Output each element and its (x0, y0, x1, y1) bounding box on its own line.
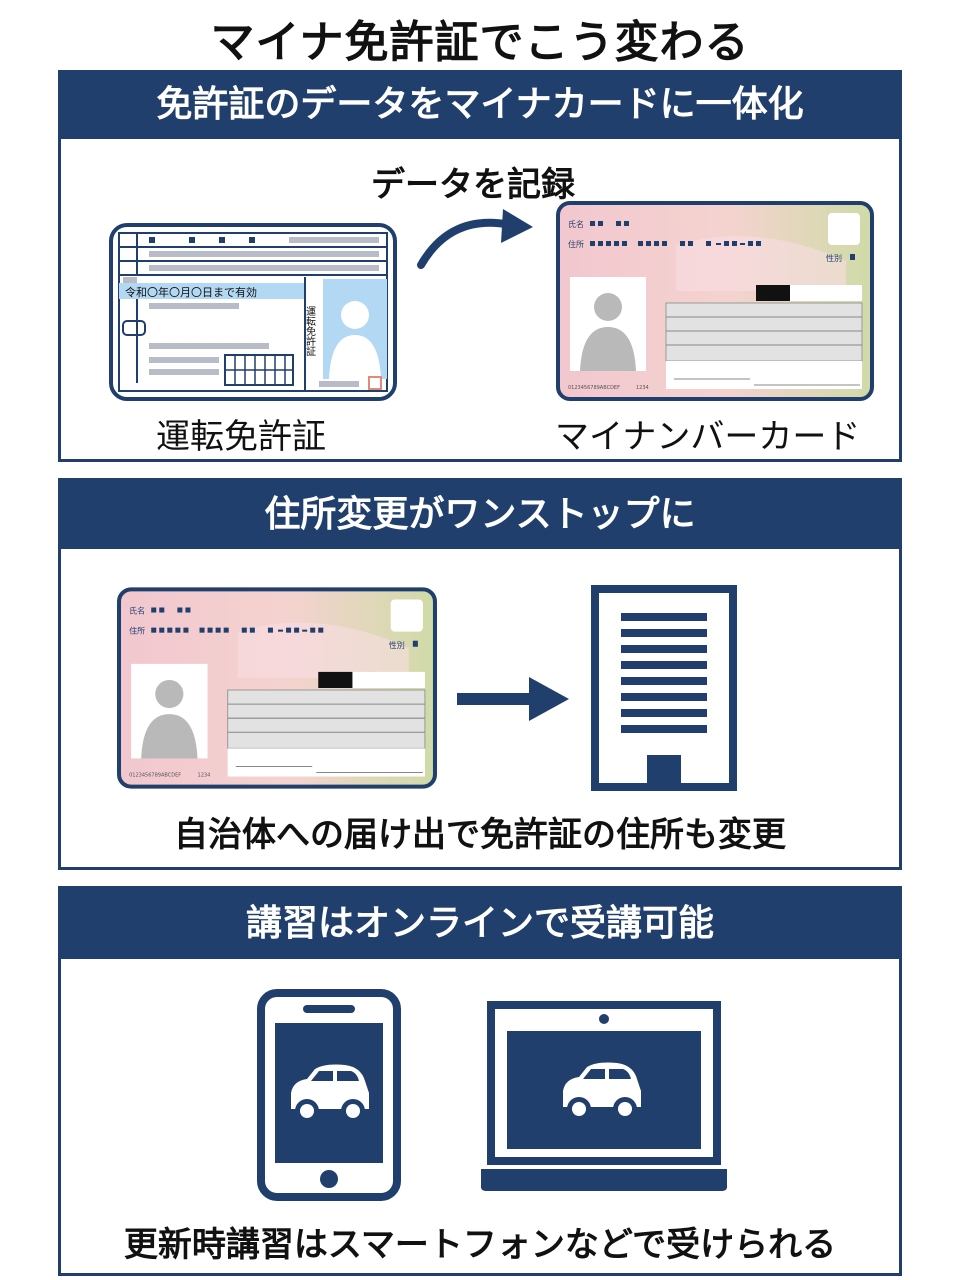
online-lecture-caption: 更新時講習はスマートフォンなどで受けられる (123, 1225, 837, 1265)
card-id-text: 0123456789ABCDEF (568, 385, 620, 391)
validity-text: 令和〇年〇月〇日まで有効 (125, 285, 257, 299)
car-icon (291, 1064, 369, 1123)
mynumber-card-label: マイナンバーカード (555, 417, 861, 457)
section-heading: 講習はオンラインで受講可能 (61, 889, 899, 959)
government-building-icon (591, 585, 737, 791)
sex-field-label: 性別 (389, 640, 405, 650)
section-online-lecture: 講習はオンラインで受講可能 更新時講習はスマートフォンなどで受けられる (58, 886, 902, 1276)
card-number-text: 1234 (198, 773, 211, 779)
page-title: マイナ免許証でこう変わる (210, 17, 750, 68)
record-data-label: データを記録 (371, 165, 575, 205)
mynumber-card: 氏名 住所 性別 0123456789ABCDEF 1234 (556, 201, 874, 401)
arrow-right-icon (457, 677, 569, 721)
section-heading: 住所変更がワンストップに (61, 481, 899, 549)
smartphone-icon (257, 989, 401, 1201)
address-field-label: 住所 (129, 626, 145, 636)
name-field-label: 氏名 (129, 606, 145, 616)
address-field-label: 住所 (568, 239, 584, 249)
license-label: 運転免許証 (156, 417, 326, 457)
vertical-license-label: 運転免許証 (304, 306, 316, 357)
laptop-icon (481, 1001, 727, 1191)
drivers-license-card: 令和〇年〇月〇日まで有効 運転免許証 (109, 223, 397, 401)
section-heading: 免許証のデータをマイナカードに一体化 (61, 73, 899, 139)
curved-arrow-icon (417, 209, 533, 269)
section-integration: 免許証のデータをマイナカードに一体化 データを記録 令和〇年〇月〇日まで有効 (58, 70, 902, 462)
name-field-label: 氏名 (568, 219, 584, 229)
section-address-change: 住所変更がワンストップに 氏名 住所 性別 (58, 478, 902, 870)
card-number-text: 1234 (636, 385, 649, 391)
car-icon (563, 1062, 641, 1121)
mynumber-card: 氏名 住所 性別 0123456789ABCDEF 1234 (117, 587, 437, 789)
address-change-caption: 自治体への届け出で免許証の住所も変更 (174, 815, 786, 855)
card-id-text: 0123456789ABCDEF (129, 773, 181, 779)
sex-field-label: 性別 (826, 253, 842, 263)
